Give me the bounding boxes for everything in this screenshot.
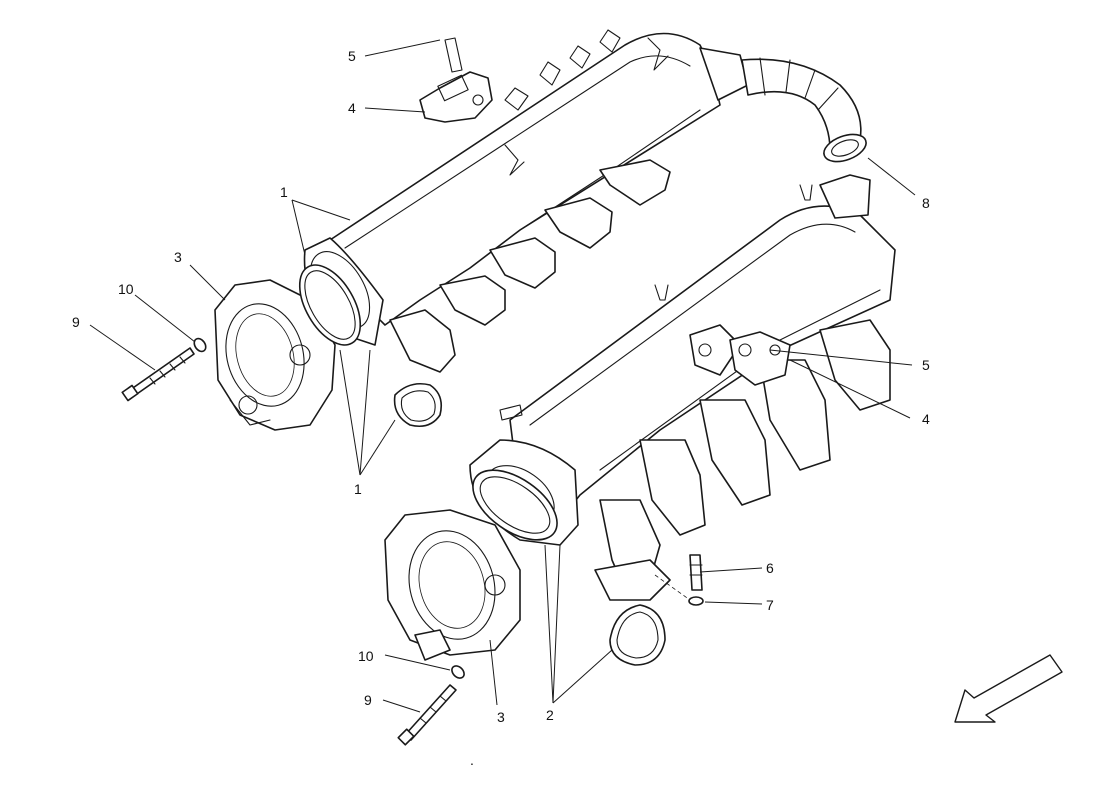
callout-5-lower: 5 bbox=[922, 357, 930, 373]
callout-4-upper: 4 bbox=[348, 100, 356, 116]
upper-gaskets bbox=[298, 264, 443, 428]
callout-7: 7 bbox=[766, 597, 774, 613]
callout-8: 8 bbox=[922, 195, 930, 211]
callout-numbers: 5 4 1 3 10 9 8 5 4 1 6 7 10 9 3 2 bbox=[72, 48, 930, 725]
dot-mark: . bbox=[470, 752, 474, 768]
intake-hose bbox=[741, 57, 867, 163]
callout-4-lower: 4 bbox=[922, 411, 930, 427]
callout-9-upper: 9 bbox=[72, 314, 80, 330]
callout-3-upper: 3 bbox=[174, 249, 182, 265]
callout-9-lower: 9 bbox=[364, 692, 372, 708]
upper-throttle-body bbox=[214, 279, 336, 431]
callout-5-upper: 5 bbox=[348, 48, 356, 64]
callout-3-lower: 3 bbox=[497, 709, 505, 725]
lower-throttle-body bbox=[384, 509, 521, 661]
callout-1-lower: 1 bbox=[354, 481, 362, 497]
callout-10-upper: 10 bbox=[118, 281, 134, 297]
upper-intake-manifold bbox=[303, 29, 749, 373]
leader-lines bbox=[89, 39, 916, 713]
lower-gaskets bbox=[472, 469, 666, 666]
callout-10-lower: 10 bbox=[358, 648, 374, 664]
upper-bolt-and-washer bbox=[121, 337, 207, 402]
callout-6: 6 bbox=[766, 560, 774, 576]
direction-arrow-icon bbox=[954, 654, 1063, 723]
callout-1-upper: 1 bbox=[280, 184, 288, 200]
lower-bolt-and-washer bbox=[397, 554, 704, 746]
callout-2: 2 bbox=[546, 707, 554, 723]
upper-sensor bbox=[419, 37, 493, 123]
